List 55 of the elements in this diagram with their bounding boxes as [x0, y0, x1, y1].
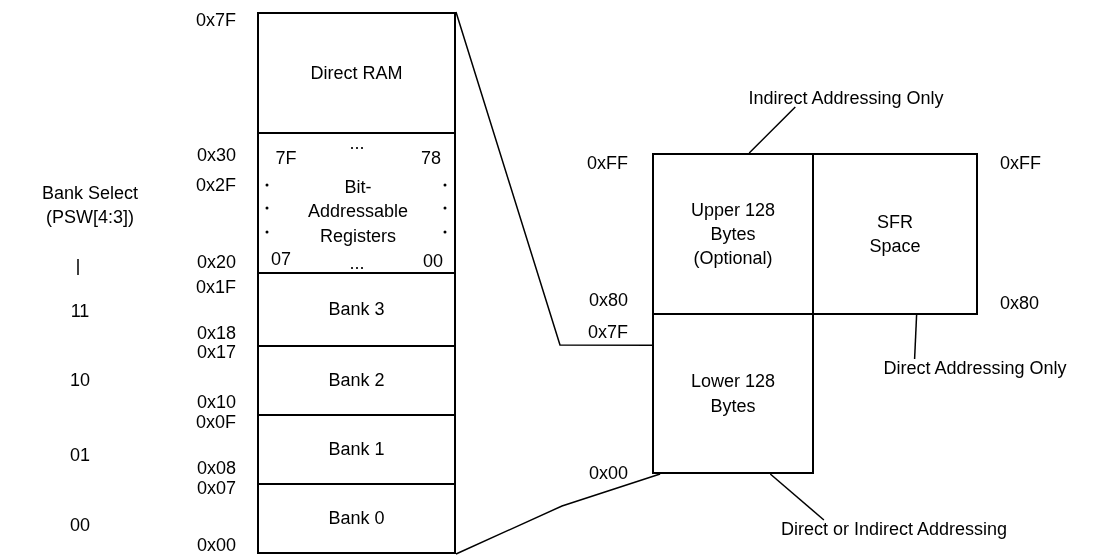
- block-label: Bank 0: [328, 507, 385, 531]
- block-label: SFR Space: [868, 210, 922, 258]
- block-label: Lower 128 Bytes: [689, 370, 777, 418]
- projection-line: [455, 473, 661, 555]
- block-label: Bank 1: [328, 438, 385, 462]
- address-label: 0x0F: [195, 413, 236, 431]
- leader-line: [769, 473, 825, 521]
- bank-number: 11: [70, 302, 90, 320]
- block-label: Direct RAM: [310, 61, 403, 85]
- memory-block: [257, 483, 456, 554]
- address-label: 0x07: [196, 479, 236, 497]
- bit-address: 78: [421, 149, 441, 167]
- address-label: 0x00: [588, 464, 628, 482]
- bank-number: 01: [70, 446, 90, 464]
- address-label: 0x08: [196, 459, 236, 477]
- address-label: 0x10: [196, 393, 236, 411]
- bit-address: 7F: [275, 149, 297, 167]
- memory-block: [257, 12, 456, 134]
- leader-line: [913, 314, 918, 360]
- block-label: Bank 2: [328, 369, 385, 393]
- axis-title: Bank Select (PSW[4:3]): [40, 181, 140, 229]
- address-label: 0x00: [196, 536, 236, 554]
- leader-line: [748, 106, 797, 154]
- memory-block: [257, 272, 456, 347]
- address-label: 0x7F: [587, 323, 628, 341]
- memory-block: [652, 153, 814, 315]
- bit-address: 00: [423, 252, 443, 270]
- address-label: 0xFF: [587, 154, 628, 172]
- address-label: 0x2F: [195, 176, 236, 194]
- bit-address: ...: [349, 134, 365, 152]
- memory-block: [257, 132, 456, 274]
- address-label: 0x7F: [195, 11, 236, 29]
- address-label: 0x80: [588, 291, 628, 309]
- memory-block: [812, 153, 978, 315]
- memory-block: [257, 345, 456, 416]
- address-label: 0x17: [196, 343, 236, 361]
- bit-address: ...: [349, 254, 365, 272]
- block-label: Bank 3: [328, 298, 385, 322]
- address-label: 0x30: [196, 146, 236, 164]
- bank-number: 10: [70, 371, 90, 389]
- address-label: 0x18: [196, 324, 236, 342]
- projection-line: [455, 11, 653, 346]
- block-label: Bit- Addressable Registers: [306, 175, 410, 248]
- bank-number: 00: [70, 516, 90, 534]
- address-label: 0x20: [196, 253, 236, 271]
- address-label: 0xFF: [1000, 154, 1041, 172]
- callout-text: Indirect Addressing Only: [748, 89, 944, 107]
- memory-block: [652, 313, 814, 474]
- bit-address: 07: [271, 250, 291, 268]
- block-label: Upper 128 Bytes (Optional): [689, 198, 777, 271]
- callout-text: Direct or Indirect Addressing: [780, 520, 1008, 538]
- callout-text: Direct Addressing Only: [883, 359, 1067, 377]
- address-label: 0x80: [1000, 294, 1040, 312]
- memory-block: [257, 414, 456, 485]
- address-label: 0x1F: [195, 278, 236, 296]
